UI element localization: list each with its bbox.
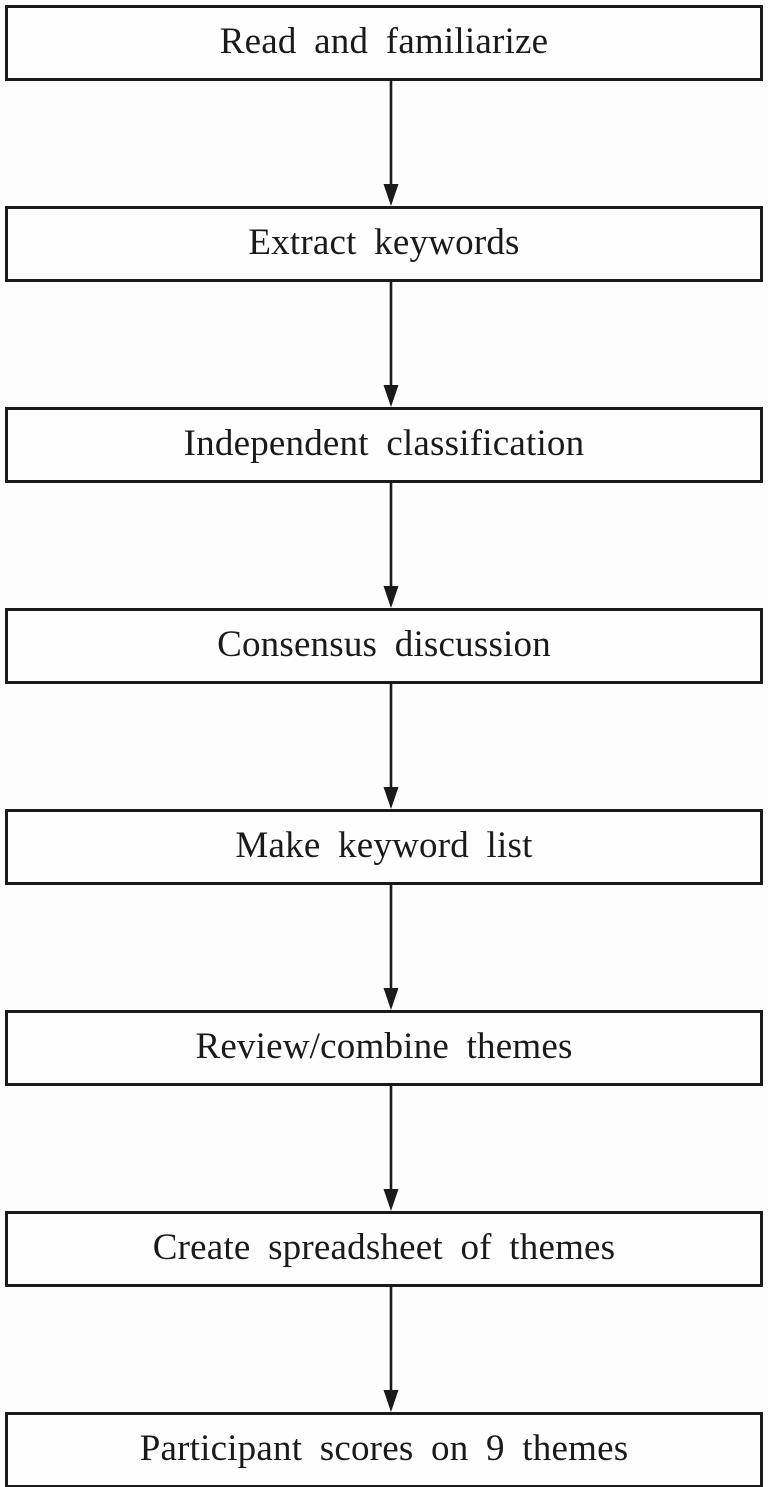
flow-step-box: Create spreadsheet of themes [5,1211,763,1287]
down-arrow-icon [378,885,404,1010]
down-arrow-icon [378,1287,404,1412]
flow-step-label: Consensus discussion [217,623,551,665]
down-arrow-icon [378,282,404,407]
down-arrow-icon [378,81,404,206]
flow-step-label: Create spreadsheet of themes [152,1226,616,1268]
flow-step: Read and familiarize [5,5,763,206]
flow-step-box: Make keyword list [5,809,763,885]
flow-step: Participant scores on 9 themes [5,1412,763,1487]
flow-step: Consensus discussion [5,608,763,809]
flow-step: Review/combine themes [5,1010,763,1211]
flow-step-label: Extract keywords [248,221,520,263]
flow-step: Extract keywords [5,206,763,407]
flow-step-box: Independent classification [5,407,763,483]
flow-step-box: Review/combine themes [5,1010,763,1086]
flow-step: Make keyword list [5,809,763,1010]
flow-step-label: Independent classification [183,422,585,464]
flow-step-label: Read and familiarize [219,20,549,62]
flow-step-label: Make keyword list [235,824,533,866]
flow-step-label: Review/combine themes [195,1025,573,1067]
down-arrow-icon [378,684,404,809]
flow-step-box: Participant scores on 9 themes [5,1412,763,1487]
flow-step-label: Participant scores on 9 themes [139,1427,629,1469]
flow-step-box: Read and familiarize [5,5,763,81]
flow-step-box: Consensus discussion [5,608,763,684]
down-arrow-icon [378,1086,404,1211]
flow-step: Create spreadsheet of themes [5,1211,763,1412]
flow-step-box: Extract keywords [5,206,763,282]
flow-step: Independent classification [5,407,763,608]
down-arrow-icon [378,483,404,608]
